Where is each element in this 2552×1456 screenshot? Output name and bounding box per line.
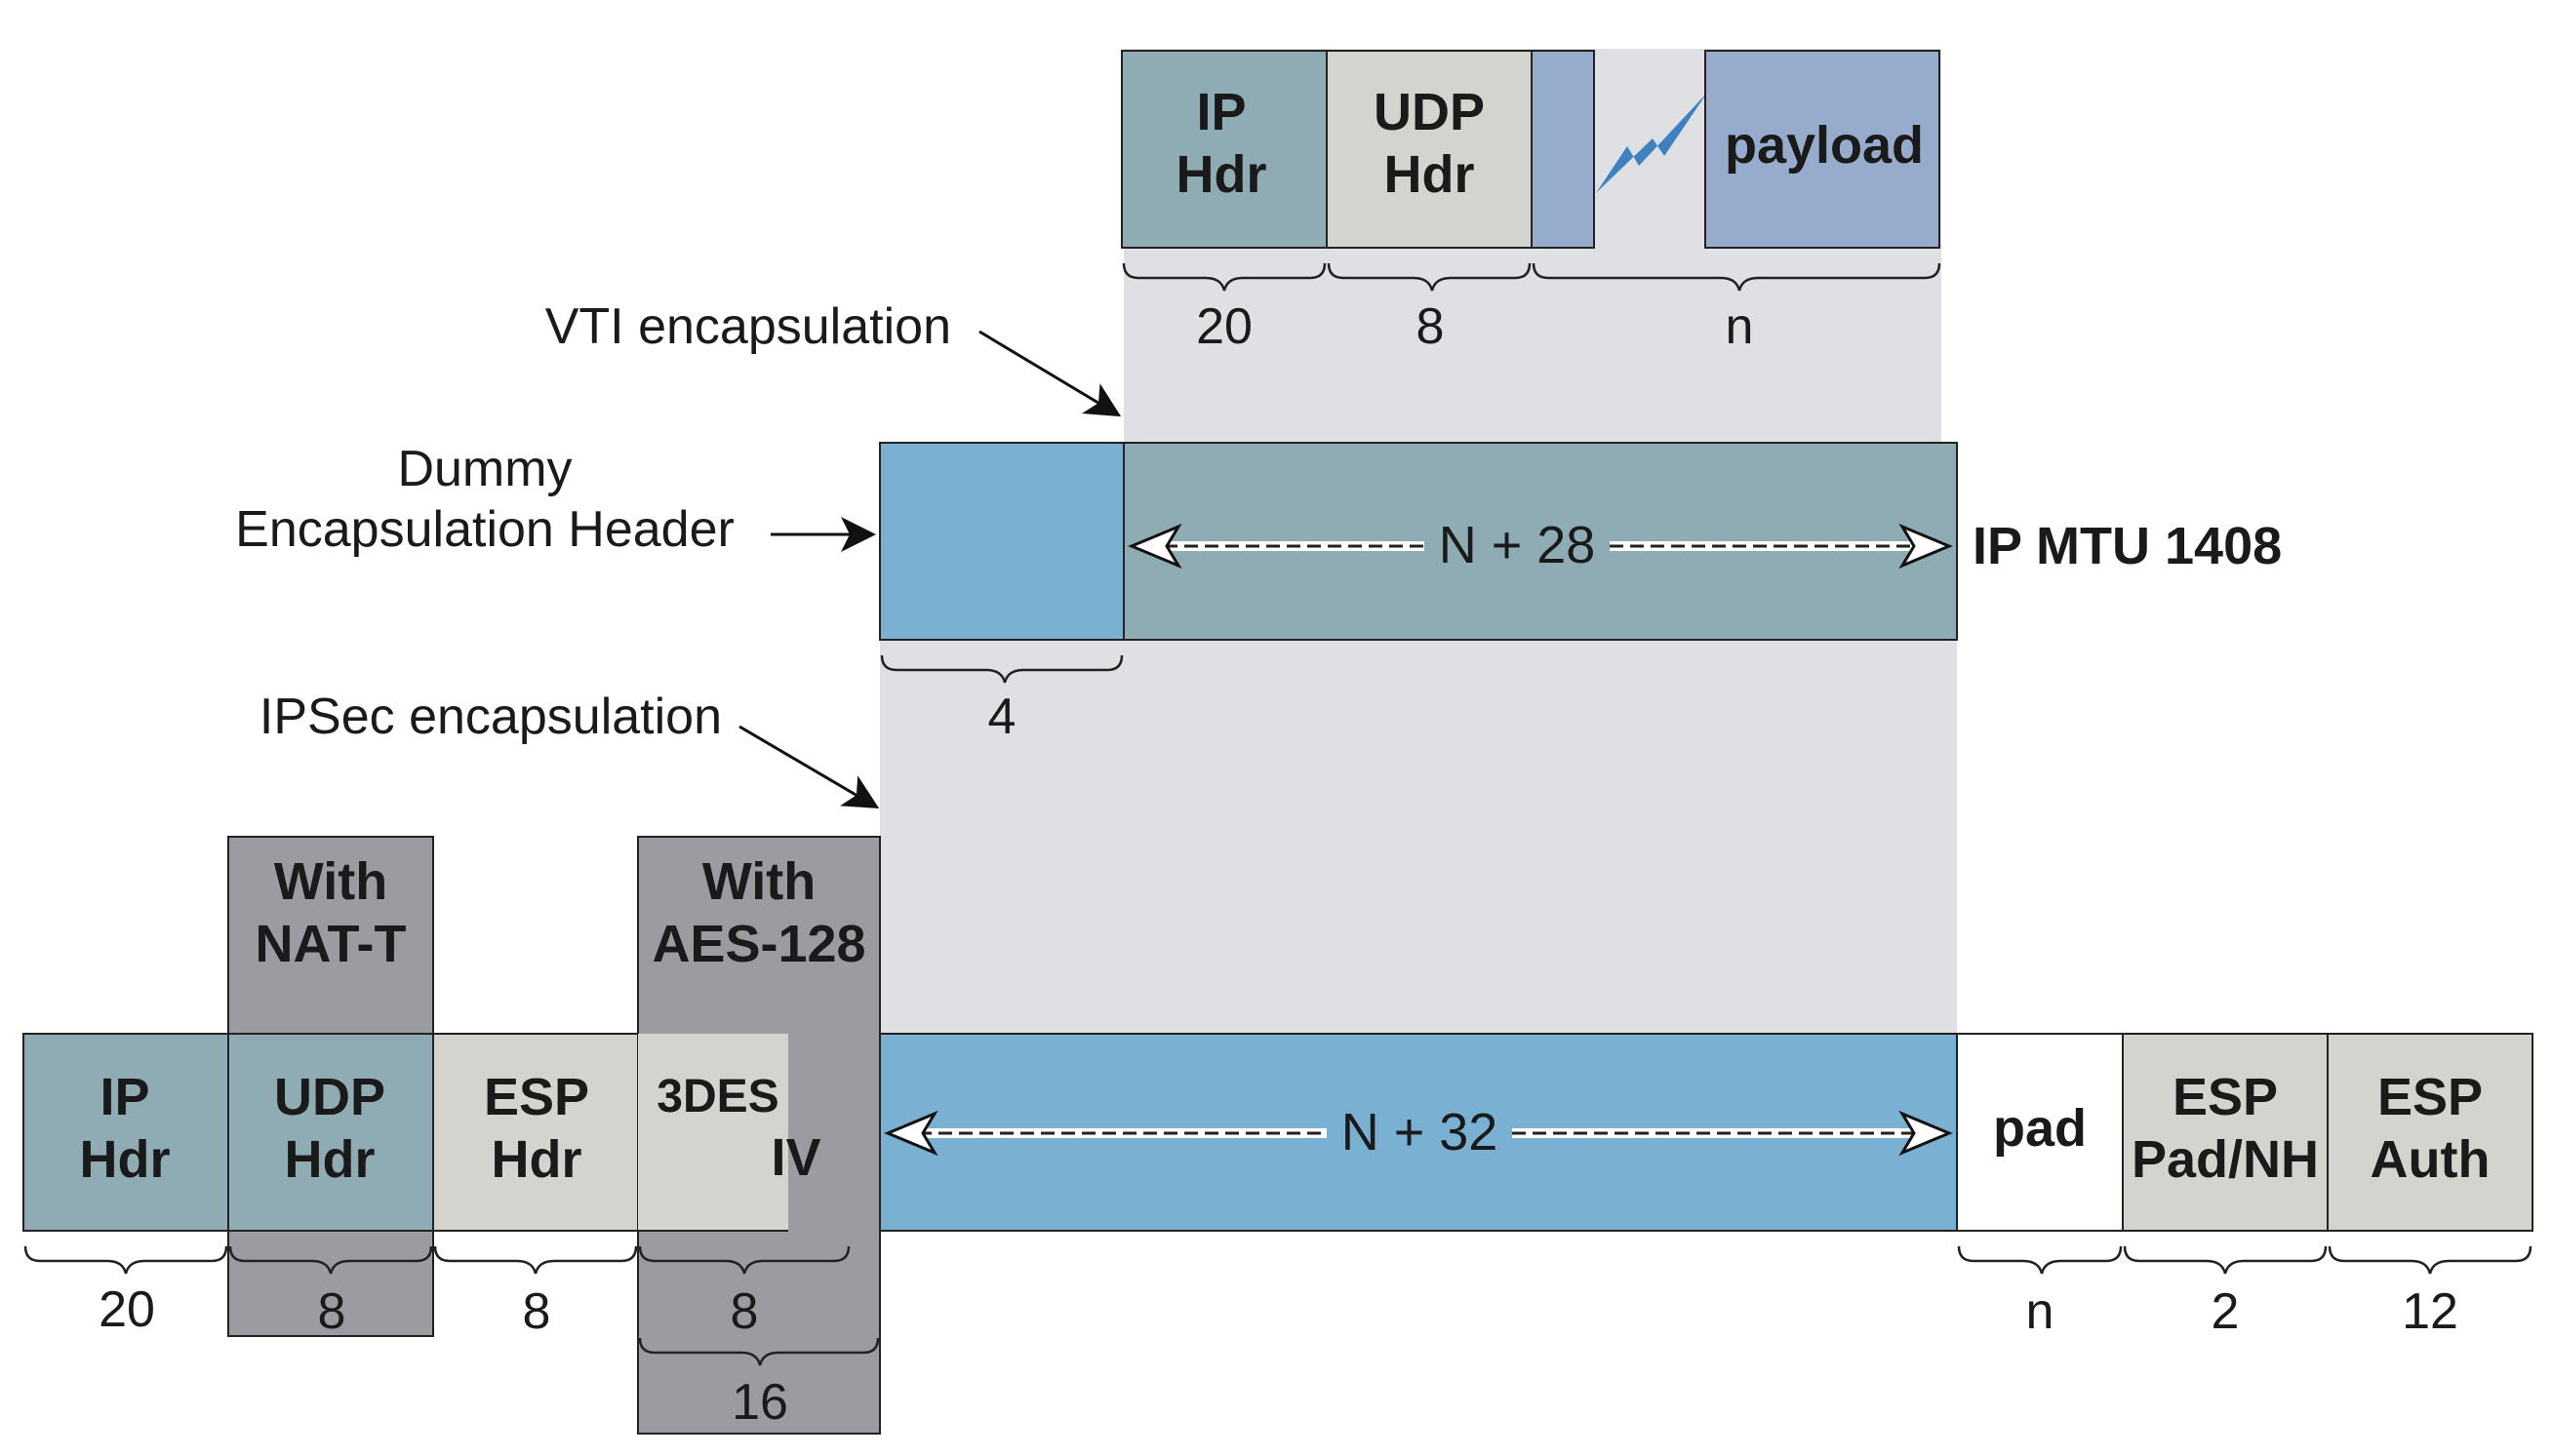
iv-label: IV xyxy=(771,1128,820,1187)
ipsec-arrowhead-right-icon xyxy=(1898,1110,1953,1157)
des-iv-brace xyxy=(638,1245,851,1275)
esp-auth-box xyxy=(2327,1033,2533,1232)
vti-arrowhead-right-icon xyxy=(1898,523,1953,570)
vti-span-label: N + 28 xyxy=(1439,516,1596,574)
ipsec-ip-size: 20 xyxy=(99,1281,155,1338)
esp-pad-nh-box xyxy=(2122,1033,2329,1232)
vti-span-label-bg xyxy=(1426,515,1608,577)
top-payload-box xyxy=(1704,50,1940,249)
top-ip-hdr-line2: Hdr xyxy=(1176,145,1267,204)
esp-auth-line1: ESP xyxy=(2377,1068,2483,1126)
ipsec-arrowhead-left-icon xyxy=(884,1110,938,1157)
esp-auth-line2: Auth xyxy=(2371,1130,2491,1189)
top-udp-brace xyxy=(1327,262,1532,292)
ipsec-span-label-bg xyxy=(1329,1102,1510,1164)
dummy-label-line2: Encapsulation Header xyxy=(235,501,735,558)
aes-iv-size: 16 xyxy=(732,1374,788,1431)
esp-pad-brace xyxy=(2123,1245,2328,1275)
top-ip-hdr-line1: IP xyxy=(1196,83,1246,141)
vti-packet: N + 28 4 xyxy=(879,442,1958,745)
top-ip-size: 20 xyxy=(1196,298,1253,355)
ipsec-ip-hdr-box xyxy=(22,1033,229,1232)
top-udp-size: 8 xyxy=(1416,298,1445,355)
top-udp-hdr-box xyxy=(1326,50,1533,249)
dummy-header-box xyxy=(879,442,1125,641)
pad-brace xyxy=(1957,1245,2123,1275)
nat-t-label-line1: With xyxy=(274,852,387,911)
aes-iv-brace xyxy=(638,1337,880,1366)
ipsec-arrow xyxy=(738,725,880,809)
dummy-label-line1: Dummy xyxy=(397,441,572,497)
des-iv-size: 8 xyxy=(731,1283,759,1340)
ipsec-packet: With NAT-T With AES-128 IP Hdr UDP Hdr E… xyxy=(22,836,2533,1435)
esp-pad-line1: ESP xyxy=(2173,1068,2278,1126)
top-payload-brace xyxy=(1532,262,1941,292)
des-label: 3DES xyxy=(657,1071,778,1122)
ipsec-ip-hdr-line2: Hdr xyxy=(80,1130,171,1189)
top-udp-hdr-line1: UDP xyxy=(1374,83,1485,141)
pad-size: n xyxy=(2026,1283,2054,1340)
vti-arrowhead-left-icon xyxy=(1128,523,1182,570)
des-box xyxy=(638,1034,788,1231)
ipsec-udp-hdr-line1: UDP xyxy=(274,1068,385,1126)
esp-hdr-line1: ESP xyxy=(484,1068,589,1126)
top-packet: IP Hdr UDP Hdr payload 20 8 n xyxy=(1121,50,1941,355)
esp-auth-brace xyxy=(2328,1245,2532,1275)
ipsec-udp-size: 8 xyxy=(318,1283,346,1340)
pad-label: pad xyxy=(1993,1099,2087,1158)
dummy-header-brace xyxy=(880,654,1124,684)
ipsec-encapsulation-label: IPSec encapsulation xyxy=(259,689,722,745)
nat-t-label-line2: NAT-T xyxy=(256,915,407,973)
top-ip-brace xyxy=(1122,262,1327,292)
vti-encapsulation-label: VTI encapsulation xyxy=(545,298,951,355)
ipsec-udp-brace xyxy=(228,1245,433,1275)
ipsec-udp-hdr-box xyxy=(227,1033,434,1232)
ipsec-ip-hdr-line1: IP xyxy=(100,1068,149,1126)
top-ip-hdr-box xyxy=(1121,50,1328,249)
ipsec-udp-hdr-line2: Hdr xyxy=(285,1130,376,1189)
vti-arrow xyxy=(978,330,1122,417)
top-payload-label: payload xyxy=(1725,116,1924,175)
lightning-break-icon xyxy=(1596,93,1707,193)
esp-hdr-line2: Hdr xyxy=(492,1130,582,1189)
aes-label-line1: With xyxy=(702,852,816,911)
esp-hdr-size: 8 xyxy=(523,1283,551,1340)
middle-shadow-region xyxy=(880,639,1957,1034)
ip-mtu-label: IP MTU 1408 xyxy=(1973,517,2282,575)
top-payload-start-box xyxy=(1531,50,1595,249)
top-payload-size: n xyxy=(1726,298,1754,355)
esp-pad-line2: Pad/NH xyxy=(2132,1130,2319,1189)
esp-hdr-brace xyxy=(433,1245,638,1275)
dummy-header-size: 4 xyxy=(988,689,1017,745)
esp-pad-size: 2 xyxy=(2212,1283,2240,1340)
ipsec-ip-brace xyxy=(23,1245,228,1275)
aes-label-line2: AES-128 xyxy=(652,915,865,973)
esp-auth-size: 12 xyxy=(2402,1283,2458,1340)
ipsec-span-label: N + 32 xyxy=(1341,1103,1498,1161)
pad-box xyxy=(1956,1033,2124,1232)
top-udp-hdr-line2: Hdr xyxy=(1384,145,1475,204)
